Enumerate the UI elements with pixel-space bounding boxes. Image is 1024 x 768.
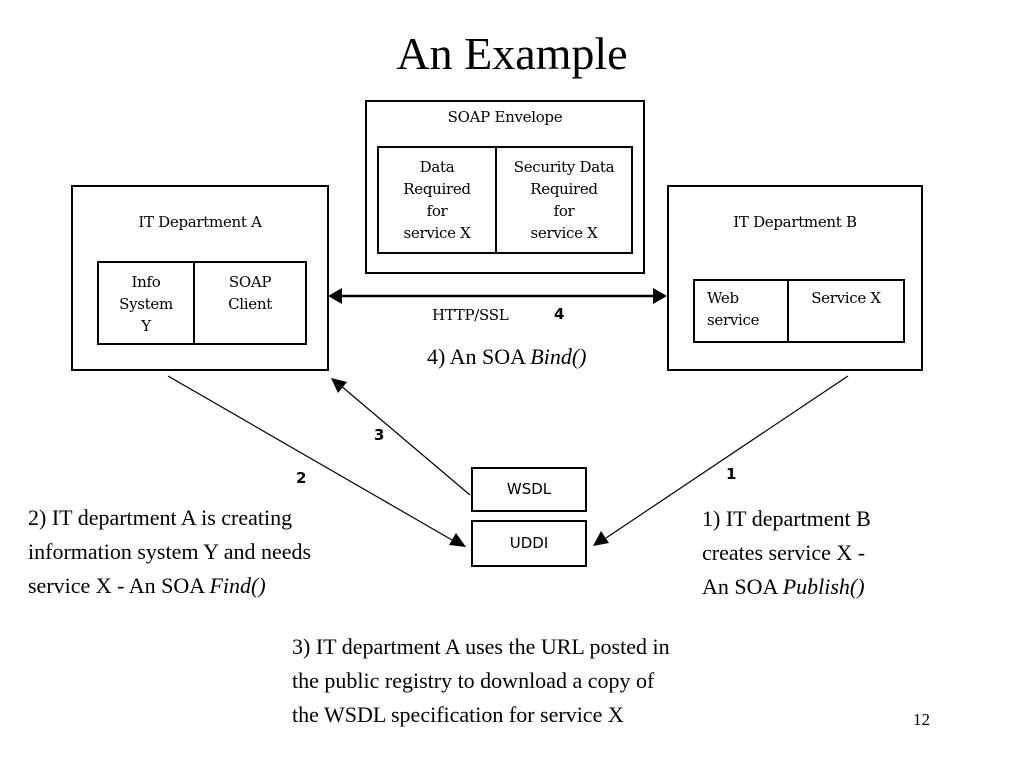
soap-envelope-inner: Data Required for service X Security Dat…: [377, 146, 633, 254]
soap-envelope-divider: [495, 148, 497, 252]
web-service-cell: Web service: [707, 289, 760, 329]
service-x-cell: Service X: [811, 289, 881, 307]
dept-b-divider: [787, 281, 789, 341]
step-2-number: 2: [296, 469, 307, 487]
download-connector: [339, 384, 471, 496]
bind-caption-italic: Bind(): [530, 344, 587, 369]
find-connector: [167, 375, 453, 541]
it-department-a-label: IT Department A: [138, 213, 262, 231]
step-1-number: 1: [726, 465, 737, 483]
wsdl-box: WSDL: [471, 467, 587, 512]
find-arrowhead: [449, 533, 466, 547]
slide-number: 12: [913, 710, 930, 729]
it-department-a-inner: Info System Y SOAP Client: [97, 261, 307, 345]
it-department-b-label: IT Department B: [733, 213, 857, 231]
wsdl-label: WSDL: [506, 480, 552, 498]
http-ssl-arrowhead-left: [328, 288, 342, 304]
http-ssl-label: HTTP/SSL: [432, 306, 509, 324]
publish-arrowhead: [593, 531, 609, 546]
step-4-number: 4: [554, 305, 565, 323]
publish-caption-text: 1) IT department B creates service X - A…: [702, 506, 871, 599]
soap-envelope-label: SOAP Envelope: [447, 108, 563, 126]
it-department-b-inner: Web service Service X: [693, 279, 905, 343]
step-3-number: 3: [374, 426, 385, 444]
uddi-label: UDDI: [509, 534, 549, 552]
security-data-cell: Security Data Required for service X: [513, 158, 615, 242]
uddi-box: UDDI: [471, 520, 587, 567]
download-arrowhead: [331, 378, 347, 393]
find-caption-text: 2) IT department A is creating informati…: [28, 505, 312, 598]
bind-caption: 4) An SOA Bind(): [427, 340, 587, 374]
it-department-a-box: IT Department A Info System Y SOAP Clien…: [71, 185, 329, 371]
soap-client-cell: SOAP Client: [228, 273, 272, 313]
dept-a-divider: [193, 263, 195, 343]
bind-caption-text: 4) An SOA: [427, 344, 531, 369]
publish-caption-italic: Publish(): [782, 574, 865, 599]
http-ssl-arrowhead-right: [653, 288, 667, 304]
it-department-b-box: IT Department B Web service Service X: [667, 185, 923, 371]
publish-caption: 1) IT department B creates service X - A…: [702, 502, 1002, 604]
data-required-cell: Data Required for service X: [403, 158, 471, 242]
soap-envelope-box: SOAP Envelope Data Required for service …: [365, 100, 645, 274]
info-system-y-cell: Info System Y: [119, 273, 173, 335]
publish-connector: [605, 375, 849, 539]
download-caption: 3) IT department A uses the URL posted i…: [292, 634, 670, 727]
find-caption-italic: Find(): [209, 573, 266, 598]
find-caption: 2) IT department A is creating informati…: [28, 501, 428, 603]
slide-title: An Example: [396, 28, 628, 79]
